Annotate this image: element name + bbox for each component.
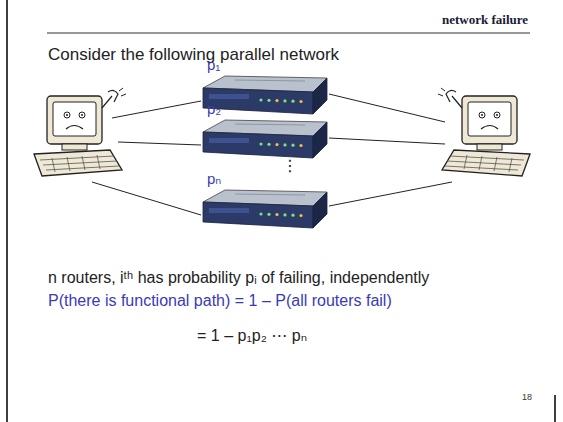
router-illustration	[195, 188, 335, 234]
wire	[329, 94, 445, 122]
intro-text: Consider the following parallel network	[48, 45, 339, 65]
probability-statement: P(there is functional path) = 1 – P(all …	[48, 291, 392, 310]
router-label: p₂	[207, 100, 221, 118]
computer-illustration	[34, 88, 126, 176]
router-node: pₙ	[195, 170, 335, 234]
page-number: 18	[522, 392, 532, 403]
wire	[92, 182, 201, 215]
wire	[118, 142, 201, 145]
router-label: pₙ	[207, 170, 221, 188]
computer-illustration	[438, 88, 530, 176]
formula: = 1 – p₁p₂ ⋯ pₙ	[197, 326, 307, 345]
slide-border	[6, 0, 8, 422]
title-rule	[47, 33, 530, 34]
slide-border	[554, 395, 556, 422]
slide-title: network failure	[442, 12, 528, 28]
wire	[329, 182, 452, 206]
router-illustration	[195, 118, 335, 164]
router-node: p₂	[195, 100, 335, 164]
wire	[112, 101, 201, 118]
description-text: n routers, iᵗʰ has probability pᵢ of fai…	[48, 268, 429, 287]
vertical-ellipsis: ⋮	[282, 156, 298, 175]
wire	[329, 138, 445, 144]
router-label: p₁	[207, 56, 220, 74]
